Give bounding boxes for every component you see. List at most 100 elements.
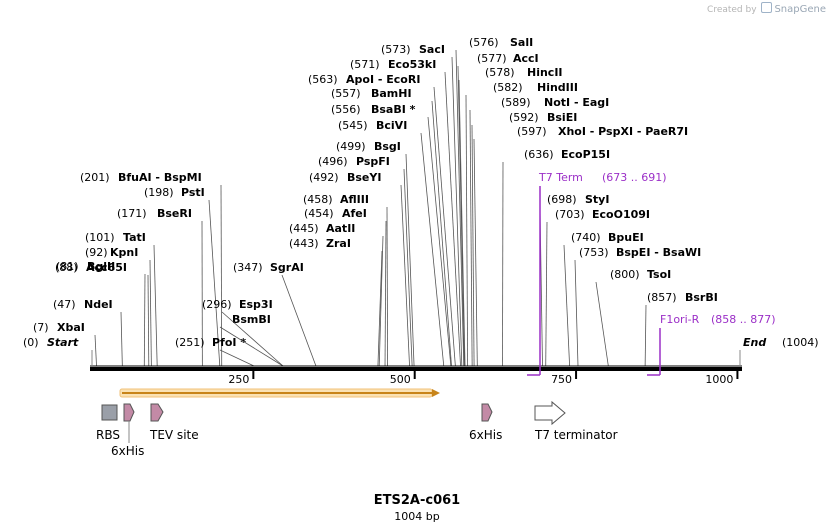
- site-name: Eco53kI: [388, 58, 436, 71]
- site-bspei[interactable]: (753)BspEI - BsaWI: [574, 246, 701, 367]
- site-noti[interactable]: (589)NotI - EagI: [469, 96, 609, 367]
- site-esp3i[interactable]: (296)Esp3I: [202, 298, 284, 367]
- site-name: SalI: [510, 36, 533, 49]
- site-leader-line: [120, 311, 123, 367]
- site-position: (557): [331, 87, 361, 100]
- primer-f1ori-r[interactable]: F1ori-R (858 .. 877): [647, 313, 776, 376]
- site-position: (88): [55, 261, 78, 274]
- site-position: (201): [80, 171, 110, 184]
- site-tsoi[interactable]: (800)TsoI: [595, 268, 671, 367]
- site-ndei[interactable]: (47)NdeI: [53, 298, 123, 367]
- site-pspfi[interactable]: (496)PspFI: [318, 155, 413, 367]
- site-bcivi[interactable]: (545)BciVI: [338, 119, 445, 367]
- site-hindiii[interactable]: (582) HindIII: [465, 81, 578, 367]
- site-name: HindIII: [537, 81, 578, 94]
- site-name: TatI: [123, 231, 146, 244]
- site-hincii[interactable]: (578)HincII: [458, 66, 563, 367]
- site-leader-line: [644, 304, 647, 367]
- site-leader-line: [457, 65, 465, 367]
- site-leader-line: [420, 132, 445, 367]
- site-eco53ki[interactable]: (571)Eco53kI: [350, 58, 461, 367]
- site-bsabi[interactable]: (556)BsaBI *: [331, 103, 452, 367]
- site-name: BsmBI: [232, 313, 271, 326]
- site-xhoi[interactable]: (597)XhoI - PspXI - PaeR7I: [473, 125, 688, 367]
- site-leader-line: [427, 116, 452, 367]
- site-bseyi[interactable]: (492)BseYI: [309, 171, 410, 367]
- his-tag-2-label: 6xHis: [469, 428, 502, 442]
- tev-site-arrow[interactable]: [150, 403, 164, 422]
- site-position: (592): [509, 111, 539, 124]
- site-ecop15i[interactable]: (636)EcoP15I: [502, 148, 610, 367]
- site-acc65i[interactable]: (88) Acc65I: [55, 261, 150, 367]
- site-pfoi[interactable]: (251)PfoI *: [175, 336, 255, 367]
- credit-prefix: Created by: [707, 5, 757, 15]
- site-ecoo109i[interactable]: (703)EcoO109I: [545, 208, 650, 367]
- site-saci[interactable]: (573)SacI: [381, 43, 463, 367]
- site-leader-line: [219, 349, 255, 367]
- site-zrai[interactable]: (443)ZraI: [289, 237, 383, 367]
- site-sgrai[interactable]: (347)SgrAI: [233, 261, 317, 367]
- map-title: ETS2A-c061: [373, 493, 461, 508]
- site-bpuei[interactable]: (740)BpuEI: [563, 231, 644, 367]
- site-name: BfuAI - BspMI: [118, 171, 202, 184]
- site-name: ApoI - EcoRI: [346, 73, 420, 86]
- site-bsrbi[interactable]: (857)BsrBI: [644, 291, 718, 367]
- site-kpni[interactable]: (92)KpnI: [85, 246, 152, 367]
- site-leader-line: [384, 220, 387, 367]
- site-name: PspFI: [356, 155, 390, 168]
- credit-brand: SnapGene: [774, 4, 826, 15]
- site-leader-line: [502, 161, 504, 367]
- site-aatii[interactable]: (445)AatII: [289, 222, 384, 367]
- primer-t7-term[interactable]: T7 Term (673 .. 691): [527, 171, 667, 376]
- site-psti[interactable]: (198)PstI: [144, 186, 221, 367]
- site-leader-line: [147, 274, 150, 367]
- site-position: (698): [547, 193, 577, 206]
- site-position: (251): [175, 336, 205, 349]
- site-leader-line: [595, 281, 609, 367]
- site-bsmbi[interactable]: BsmBI: [219, 313, 284, 367]
- orf-feature[interactable]: [119, 388, 440, 398]
- site-position: (347): [233, 261, 263, 274]
- site-acci[interactable]: (577)AccI: [457, 52, 539, 367]
- site-leader-line: [458, 79, 466, 367]
- site-leader-line: [563, 244, 571, 367]
- site-bamhi[interactable]: (557)BamHI: [331, 87, 452, 367]
- site-xbai[interactable]: (7)XbaI: [33, 321, 97, 367]
- t7-terminator-arrow[interactable]: [534, 400, 566, 426]
- site-name: Acc65I: [86, 261, 127, 274]
- site-tati[interactable]: (101)TatI: [85, 231, 158, 367]
- site-name: Esp3I: [239, 298, 273, 311]
- primer-f1ori-r-name: F1ori-R: [660, 313, 700, 326]
- orf-arrow-head: [432, 389, 440, 397]
- rbs-feature-box[interactable]: [101, 404, 118, 421]
- site-name: BglII: [87, 260, 115, 273]
- site-leader-line: [208, 199, 221, 367]
- his-tag-2-arrow[interactable]: [481, 403, 493, 422]
- site-bfuai[interactable]: (201) BfuAI - BspMI: [80, 171, 223, 367]
- site-sali[interactable]: (576)SalI: [455, 36, 533, 367]
- site-position: (573): [381, 43, 411, 56]
- site-afliii[interactable]: (458)AflIII: [303, 193, 389, 367]
- rbs-label: RBS: [96, 428, 120, 442]
- site-name: BpuEI: [608, 231, 644, 244]
- site-position: (92): [85, 246, 108, 259]
- site-bglii[interactable]: (81)BglII: [56, 260, 146, 367]
- site-position: (499): [336, 140, 366, 153]
- site-name: NdeI: [84, 298, 113, 311]
- primer-t7-term-name: T7 Term: [538, 171, 583, 184]
- site-apoi[interactable]: (563)ApoI - EcoRI: [308, 73, 456, 367]
- site-afei[interactable]: (454)AfeI: [304, 207, 387, 367]
- site-leader-line: [153, 244, 158, 367]
- site-position: (556): [331, 103, 361, 116]
- site-bseri[interactable]: (171)BseRI: [117, 207, 203, 367]
- site-bsgi[interactable]: (499)BsgI: [336, 140, 415, 367]
- his-tag-1-arrow[interactable]: [123, 403, 135, 422]
- dna-backbone: [90, 367, 742, 371]
- tick-label: 500: [390, 373, 411, 386]
- site-position: (597): [517, 125, 547, 138]
- restriction-sites: (7)XbaI(47)NdeI(81)BglII(88) Acc65I(92)Kp…: [33, 36, 718, 367]
- site-bsiei[interactable]: (592)BsiEI: [471, 111, 577, 367]
- site-position: (582): [493, 81, 523, 94]
- tick-label: 750: [551, 373, 572, 386]
- site-leader-line: [431, 100, 452, 367]
